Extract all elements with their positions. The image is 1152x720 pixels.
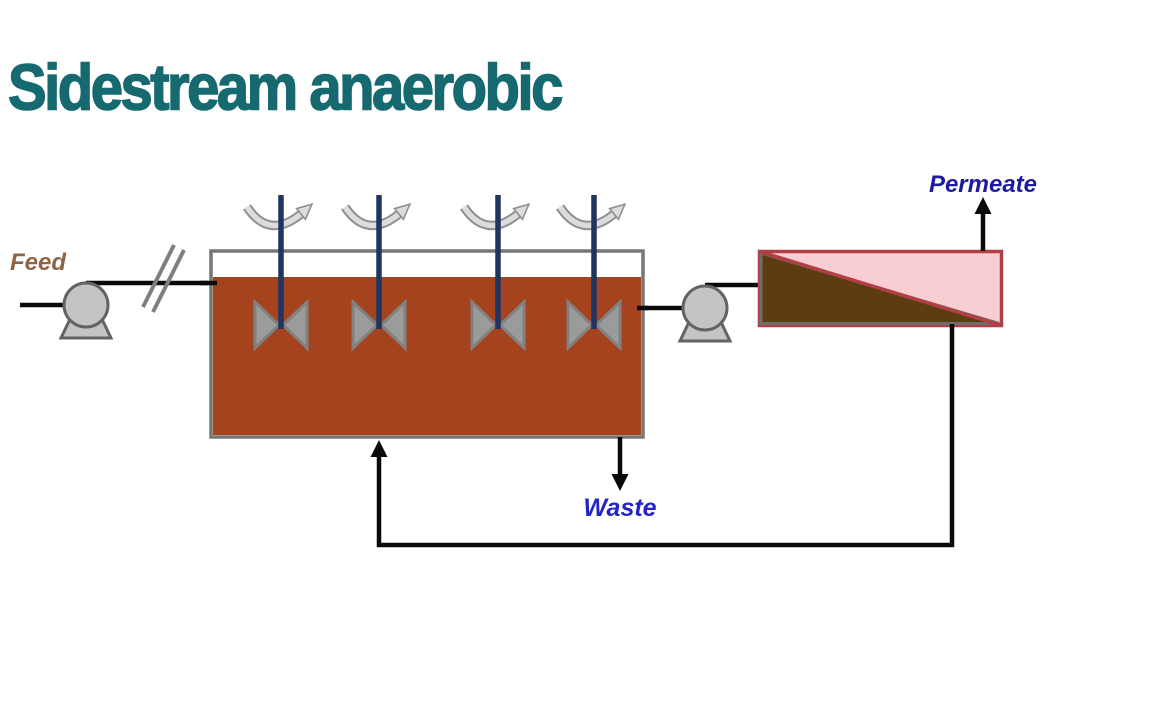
recycle-return-arrowhead [370,440,388,457]
waste-arrow [611,437,629,491]
tank-liquid [213,277,641,435]
slide-title: Sidestream anaerobic [7,50,564,124]
pipe-break-icon [141,244,186,313]
waste-label: Waste [583,494,657,522]
feed-pump-icon [59,281,113,340]
recirculation-pump-icon [678,284,732,343]
membrane-module [757,249,1004,328]
permeate-arrow [974,197,992,251]
feed-label: Feed [10,249,67,276]
membrane-diagonal-divider [758,249,1003,328]
recycle-line [370,324,955,548]
permeate-label: Permeate [928,171,1038,198]
